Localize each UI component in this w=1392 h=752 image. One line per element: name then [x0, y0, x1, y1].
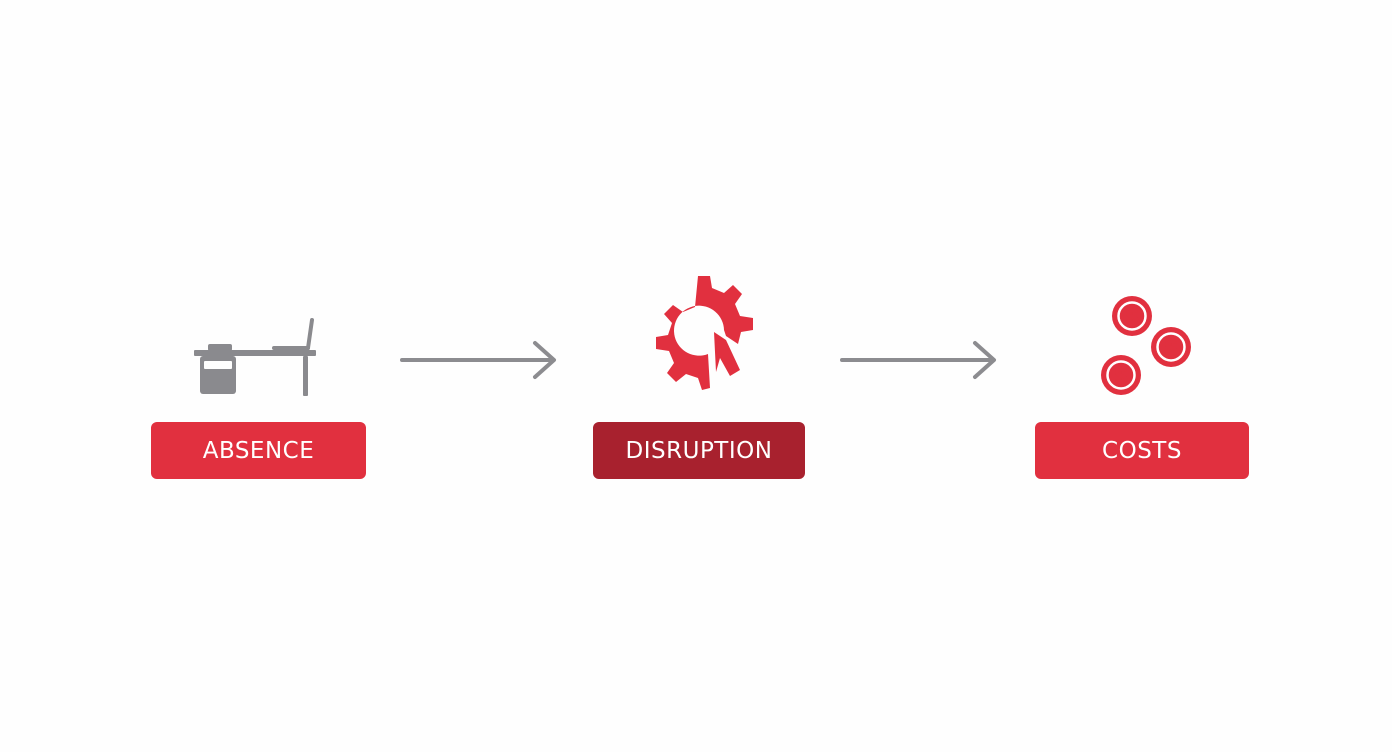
disruption-label-box: DISRUPTION — [593, 422, 805, 479]
svg-text:$: $ — [1124, 305, 1139, 330]
absence-label-box: ABSENCE — [151, 422, 366, 479]
disruption-label: DISRUPTION — [625, 437, 773, 464]
arrow-right-2 — [840, 341, 996, 379]
empty-desk-icon — [194, 318, 316, 396]
costs-label-box: COSTS — [1035, 422, 1249, 479]
arrow-right-1 — [400, 341, 556, 379]
dollar-coins-icon: $ $ $ — [1101, 296, 1191, 395]
absence-label: ABSENCE — [202, 437, 315, 464]
costs-label: COSTS — [1102, 437, 1182, 464]
svg-text:$: $ — [1113, 364, 1128, 389]
svg-text:$: $ — [1163, 336, 1178, 361]
broken-gear-icon — [656, 276, 753, 390]
